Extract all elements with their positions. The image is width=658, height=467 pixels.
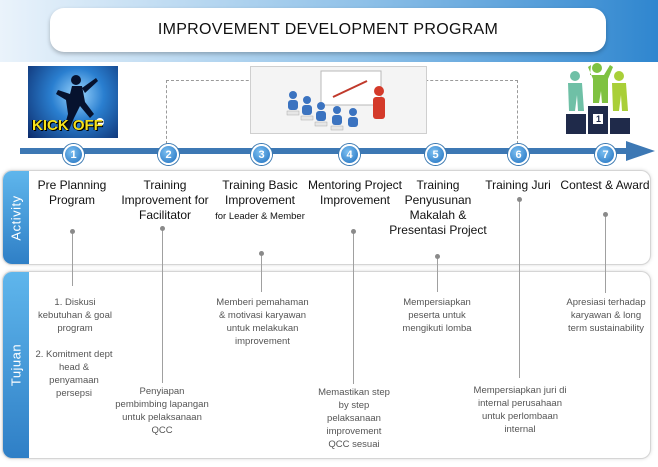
connector-dot-2 xyxy=(160,226,165,231)
activity-title: Pre Planning Program xyxy=(37,178,107,207)
bracket-right xyxy=(517,80,518,144)
step-number-5: 5 xyxy=(425,144,446,165)
kickoff-label: KICK OFF xyxy=(32,117,103,134)
podium-number: 1 xyxy=(595,114,601,124)
activity-title: Training Improvement for Facilitator xyxy=(121,178,209,222)
activity-4: Mentoring Project Improvement xyxy=(305,178,405,208)
activity-title: Training Basic Improvement xyxy=(222,178,298,207)
step-number-3: 3 xyxy=(251,144,272,165)
step-number-4: 4 xyxy=(339,144,360,165)
connector-dot-3 xyxy=(259,251,264,256)
tujuan-5: Mempersiapkan peserta untuk mengikuti lo… xyxy=(402,297,472,334)
connector-dot-7 xyxy=(603,212,608,217)
activity-6: Training Juri xyxy=(468,178,568,193)
player-silhouette-icon xyxy=(56,75,104,130)
tujuan-side-label-box: Tujuan xyxy=(3,272,29,458)
tujuan-panel: Tujuan xyxy=(3,272,650,458)
connector-dot-6 xyxy=(517,197,522,202)
connector-3 xyxy=(261,254,262,292)
connector-dot-1 xyxy=(70,229,75,234)
activity-title: Mentoring Project Improvement xyxy=(307,178,403,207)
activity-title: Training Juri xyxy=(485,178,551,192)
podium-winners-icon xyxy=(566,63,630,134)
step-number-2: 2 xyxy=(158,144,179,165)
step-number-1: 1 xyxy=(63,144,84,165)
activity-title: Contest & Award xyxy=(560,178,650,192)
connector-1 xyxy=(72,232,73,286)
tujuan-4: Memastikan step by step pelaksanaan impr… xyxy=(318,387,390,450)
tujuan-1b: 2. Komitment dept head & penyamaan perse… xyxy=(35,349,113,399)
tujuan-3: Memberi pemahaman & motivasi karyawan un… xyxy=(216,297,309,347)
connector-6 xyxy=(519,200,520,378)
connector-7 xyxy=(605,215,606,293)
tujuan-side-label: Tujuan xyxy=(8,343,24,387)
activity-subtitle: for Leader & Member xyxy=(215,211,305,222)
tujuan-7: Apresiasi terhadap karyawan & long term … xyxy=(566,297,646,334)
kickoff-image: KICK OFF xyxy=(28,66,118,138)
training-meeting-icon xyxy=(286,70,385,131)
activity-7: Contest & Award xyxy=(555,178,655,193)
connector-2 xyxy=(162,229,163,383)
step-number-6: 6 xyxy=(508,144,529,165)
page-title: IMPROVEMENT DEVELOPMENT PROGRAM xyxy=(157,21,499,38)
connector-5 xyxy=(437,257,438,292)
activity-5: Training Penyusunan Makalah & Presentasi… xyxy=(388,178,488,238)
activity-3: Training Basic Improvement for Leader & … xyxy=(209,178,311,223)
activity-panel: Activity xyxy=(3,171,650,264)
connector-dot-4 xyxy=(351,229,356,234)
meeting-image xyxy=(250,66,427,134)
tujuan-6: Mempersiapkan juri di internal perusahaa… xyxy=(473,385,567,435)
title-box: IMPROVEMENT DEVELOPMENT PROGRAM xyxy=(50,8,606,52)
connector-4 xyxy=(353,232,354,384)
activity-side-label-box: Activity xyxy=(3,171,29,264)
activity-1: Pre Planning Program xyxy=(22,178,122,208)
connector-dot-5 xyxy=(435,254,440,259)
tujuan-2: Penyiapan pembimbing lapangan untuk pela… xyxy=(115,386,209,436)
activity-2: Training Improvement for Facilitator xyxy=(115,178,215,223)
bracket-left xyxy=(166,80,167,144)
podium-image: 1 xyxy=(562,62,637,138)
step-number-7: 7 xyxy=(595,144,616,165)
timeline-arrow xyxy=(20,141,655,161)
tujuan-1a: 1. Diskusi kebutuhan & goal program xyxy=(38,297,112,334)
activity-title: Training Penyusunan Makalah & Presentasi… xyxy=(389,178,487,237)
